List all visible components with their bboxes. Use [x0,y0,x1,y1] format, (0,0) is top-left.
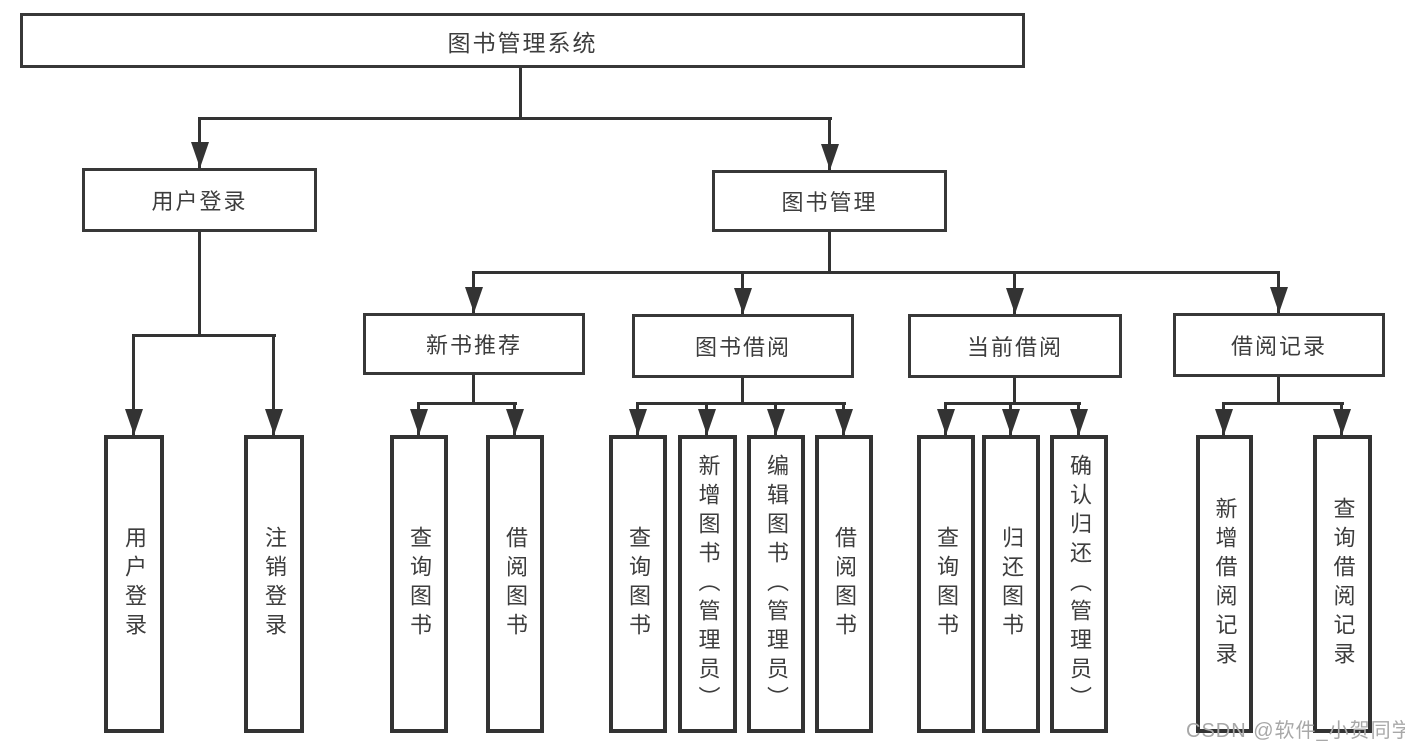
node-user-login-label: 用户登录 [151,189,248,214]
node-root: 图书管理系统 [20,13,1025,68]
node-borrow-records: 借阅记录 [1173,313,1385,377]
arrow-into-cb-confirm [1070,409,1088,435]
node-root-label: 图书管理系统 [447,29,598,56]
arrow-into-bb-query [629,409,647,435]
arrow-into-book-mgmt [821,144,839,170]
connector-borrow-records-stem [1277,377,1280,405]
leaf-newbook-query-books: 查询图书 [390,435,448,733]
node-user-login: 用户登录 [82,168,317,232]
connector-new-book-bar [417,402,517,405]
leaf-add-borrow-record: 新增借阅记录 [1196,435,1253,733]
connector-user-login-bar [132,334,276,337]
leaf-current-query-books-label: 查询图书 [934,526,959,642]
connector-root-bar [198,117,832,120]
node-book-borrow: 图书借阅 [632,314,854,378]
leaf-logout-label: 注销登录 [262,526,287,642]
arrow-into-borrow-records [1270,287,1288,313]
connector-book-borrow-bar [636,402,846,405]
node-new-book-recommend: 新书推荐 [363,313,585,375]
connector-book-mgmt-bar [472,271,1280,274]
leaf-borrow-books: 借阅图书 [815,435,873,733]
arrow-into-user-login [191,142,209,168]
leaf-user-login: 用户登录 [104,435,164,733]
connector-book-borrow-stem [741,378,744,405]
leaf-user-login-label: 用户登录 [122,526,147,642]
connector-new-book-stem [472,375,475,405]
node-new-book-recommend-label: 新书推荐 [425,333,522,358]
arrow-into-cb-query [937,409,955,435]
leaf-borrow-query-books: 查询图书 [609,435,667,733]
arrow-into-br-query [1333,409,1351,435]
arrow-into-leaf-login [125,409,143,435]
connector-book-mgmt-stem [828,232,831,274]
connector-borrow-records-bar [1222,402,1344,405]
leaf-current-query-books: 查询图书 [917,435,975,733]
node-book-borrow-label: 图书借阅 [694,335,791,360]
arrow-into-leaf-logout [265,409,283,435]
connector-drop-book-mgmt [828,117,831,170]
node-current-borrow: 当前借阅 [908,314,1122,378]
connector-drop-leaf-logout [272,334,275,435]
leaf-query-borrow-record: 查询借阅记录 [1313,435,1372,733]
connector-user-login-stem [198,232,201,335]
arrow-into-cb-return [1002,409,1020,435]
leaf-edit-books-admin: 编辑图书（管理员） [747,435,805,733]
leaf-add-books-admin-label: 新增图书（管理员） [695,453,721,715]
node-book-management-label: 图书管理 [781,190,878,215]
arrow-into-current-borrow [1006,288,1024,314]
leaf-edit-books-admin-label: 编辑图书（管理员） [764,453,789,715]
leaf-add-books-admin: 新增图书（管理员） [678,435,737,733]
connector-drop-leaf-login [132,334,135,435]
watermark: CSDN @软件_小贺同学 [1186,720,1405,742]
arrow-into-bb-edit [767,409,785,435]
leaf-borrow-books-label: 借阅图书 [832,526,857,642]
connector-root-stem [519,68,522,120]
arrow-into-bb-add [698,409,716,435]
leaf-query-borrow-record-label: 查询借阅记录 [1330,497,1356,671]
leaf-return-books-label: 归还图书 [999,526,1024,642]
leaf-newbook-borrow-books: 借阅图书 [486,435,544,733]
leaf-newbook-borrow-books-label: 借阅图书 [503,526,528,642]
connector-current-borrow-stem [1013,378,1016,405]
leaf-confirm-return-admin: 确认归还（管理员） [1050,435,1108,733]
leaf-borrow-query-books-label: 查询图书 [626,526,651,642]
arrow-into-bb-borrow [835,409,853,435]
arrow-into-nb-query [410,409,428,435]
leaf-confirm-return-admin-label: 确认归还（管理员） [1067,453,1092,715]
node-current-borrow-label: 当前借阅 [966,335,1063,360]
arrow-into-nb-borrow [506,409,524,435]
leaf-add-borrow-record-label: 新增借阅记录 [1212,497,1238,671]
arrow-into-new-book [465,287,483,313]
arrow-into-br-add [1215,409,1233,435]
leaf-return-books: 归还图书 [982,435,1040,733]
node-book-management: 图书管理 [712,170,947,232]
node-borrow-records-label: 借阅记录 [1230,334,1327,359]
leaf-logout: 注销登录 [244,435,304,733]
connector-current-borrow-bar [944,402,1081,405]
arrow-into-book-borrow [734,288,752,314]
leaf-newbook-query-books-label: 查询图书 [407,526,432,642]
